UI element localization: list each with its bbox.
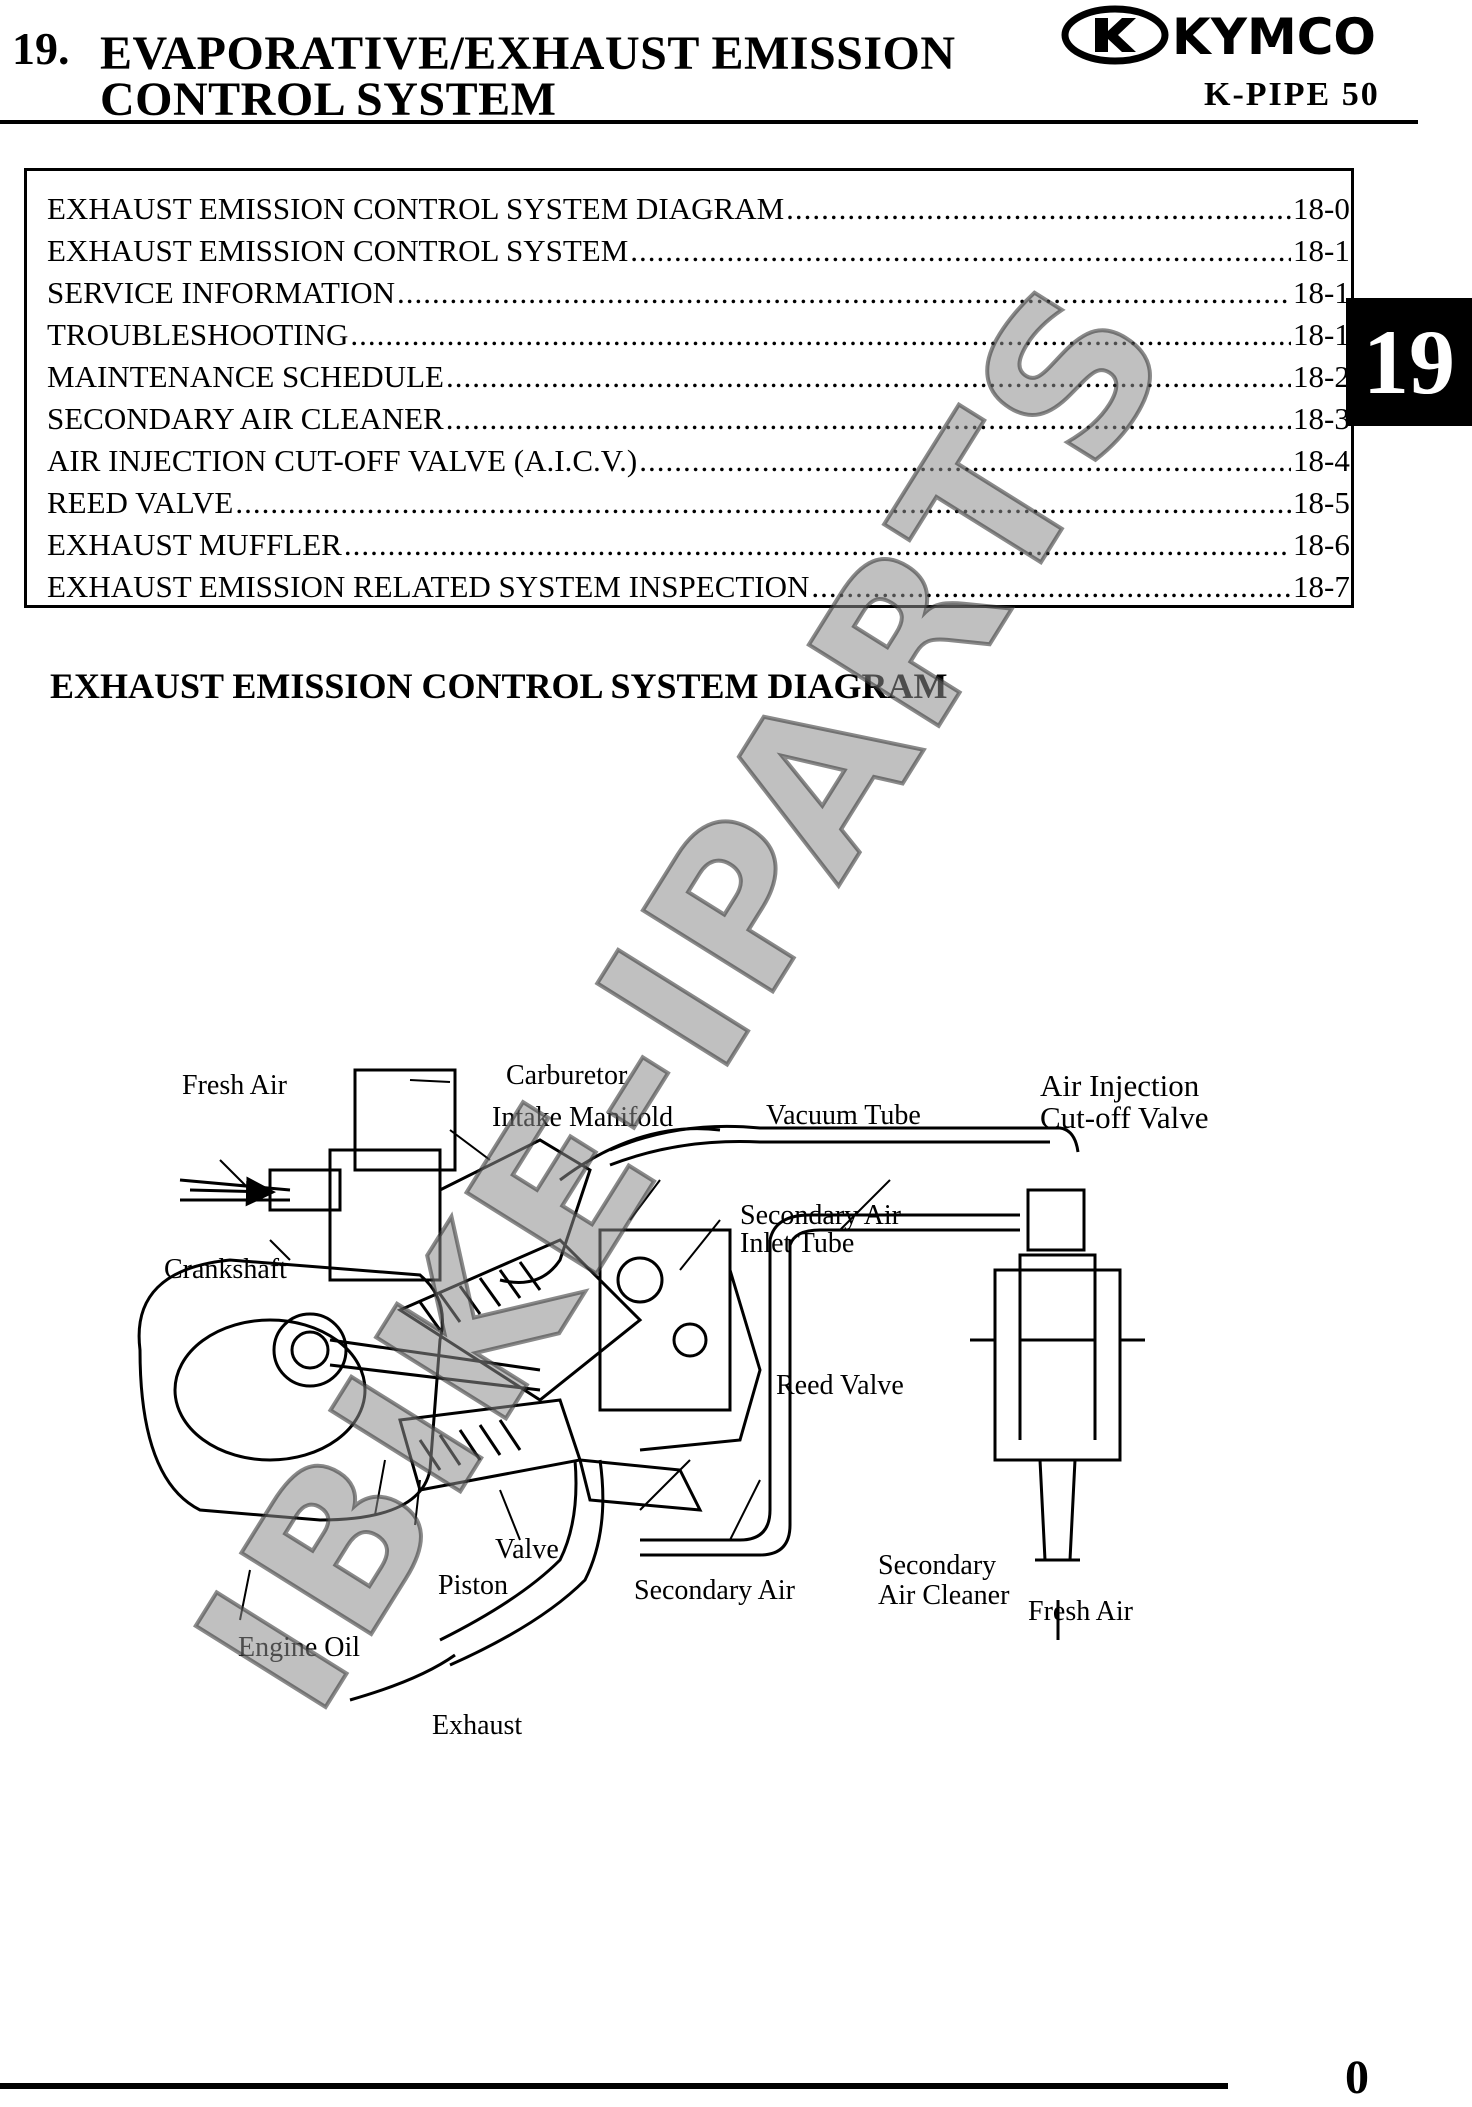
- label-valve: Valve: [495, 1534, 559, 1565]
- toc-item[interactable]: EXHAUST EMISSION CONTROL SYSTEM DIAGRAM 1…: [47, 187, 1357, 227]
- toc-item-page: 18-7: [1293, 569, 1350, 604]
- label-exhaust: Exhaust: [432, 1710, 523, 1741]
- toc-item-page: 18-3: [1293, 401, 1350, 436]
- label-fresh-air-left: Fresh Air: [182, 1070, 287, 1101]
- toc-item-title: EXHAUST EMISSION CONTROL SYSTEM DIAGRAM: [47, 191, 785, 226]
- toc-item-title: TROUBLESHOOTING: [47, 317, 349, 352]
- toc-item[interactable]: AIR INJECTION CUT-OFF VALVE (A.I.C.V.) 18…: [47, 439, 1357, 479]
- label-secondary-air: Secondary Air: [634, 1575, 795, 1606]
- label-fresh-air-right: Fresh Air: [1028, 1596, 1133, 1627]
- label-secondary-air-inlet-line2: Inlet Tube: [740, 1228, 855, 1259]
- toc-item-title: EXHAUST MUFFLER: [47, 527, 342, 562]
- toc-item[interactable]: SECONDARY AIR CLEANER 18-3: [47, 397, 1357, 437]
- engine-schematic: [137, 1068, 1145, 1702]
- section-heading: EXHAUST EMISSION CONTROL SYSTEM DIAGRAM: [50, 666, 948, 706]
- toc-item[interactable]: EXHAUST EMISSION RELATED SYSTEM INSPECTI…: [47, 565, 1357, 605]
- table-of-contents: EXHAUST EMISSION CONTROL SYSTEM DIAGRAM 1…: [24, 168, 1354, 608]
- label-piston: Piston: [438, 1570, 509, 1601]
- toc-item[interactable]: REED VALVE 18-5: [47, 481, 1357, 521]
- toc-item-page: 18-5: [1293, 485, 1350, 520]
- toc-item-page: 18-1: [1293, 317, 1350, 352]
- toc-item[interactable]: EXHAUST MUFFLER 18-6: [47, 523, 1357, 563]
- model-name: K-PIPE 50: [1204, 76, 1380, 113]
- label-reed-valve: Reed Valve: [776, 1370, 904, 1401]
- label-vacuum-tube: Vacuum Tube: [766, 1100, 921, 1131]
- crankcase-shape: [137, 1258, 444, 1522]
- label-secondary-air-cleaner-line1: Secondary: [878, 1550, 997, 1581]
- label-secondary-air-cleaner-line2: Air Cleaner: [878, 1580, 1010, 1611]
- toc-item-title: MAINTENANCE SCHEDULE: [47, 359, 444, 394]
- toc-item-title: EXHAUST EMISSION RELATED SYSTEM INSPECTI…: [47, 569, 810, 604]
- toc-item-title: EXHAUST EMISSION CONTROL SYSTEM: [47, 233, 629, 268]
- footer-rule: [0, 2083, 1228, 2089]
- toc-item-page: 18-2: [1293, 359, 1350, 394]
- kymco-logo: KYMCO: [1060, 4, 1410, 66]
- label-aicv-line2: Cut-off Valve: [1040, 1100, 1209, 1135]
- chapter-tab: 19: [1346, 298, 1472, 426]
- header-rule: [0, 120, 1418, 124]
- page-number: 0: [1345, 2051, 1369, 2104]
- page-title-line1: EVAPORATIVE/EXHAUST EMISSION: [100, 27, 956, 80]
- page-title-line2: CONTROL SYSTEM: [100, 73, 557, 126]
- emission-system-diagram: Fresh Air Carburetor Intake Manifold Vac…: [120, 1040, 1260, 1760]
- toc-item-page: 18-6: [1293, 527, 1350, 562]
- toc-item-page: 18-4: [1293, 443, 1350, 478]
- label-aicv-line1: Air Injection: [1040, 1068, 1200, 1103]
- toc-item[interactable]: MAINTENANCE SCHEDULE 18-2: [47, 355, 1357, 395]
- label-carburetor: Carburetor: [506, 1060, 628, 1091]
- brand-name: KYMCO: [1172, 8, 1376, 66]
- toc-item-page: 18-1: [1293, 233, 1350, 268]
- toc-item-title: SERVICE INFORMATION: [47, 275, 396, 310]
- toc-item-page: 18-1: [1293, 275, 1350, 310]
- chapter-number: 19.: [12, 23, 70, 74]
- toc-item-title: AIR INJECTION CUT-OFF VALVE (A.I.C.V.): [47, 443, 638, 478]
- toc-item-page: 18-0: [1293, 191, 1350, 226]
- toc-item-title: REED VALVE: [47, 485, 234, 520]
- label-crankshaft: Crankshaft: [164, 1254, 287, 1285]
- label-engine-oil: Engine Oil: [238, 1632, 361, 1663]
- label-secondary-air-inlet-line1: Secondary Air: [740, 1200, 901, 1231]
- toc-item-title: SECONDARY AIR CLEANER: [47, 401, 444, 436]
- toc-item[interactable]: EXHAUST EMISSION CONTROL SYSTEM 18-1: [47, 229, 1357, 269]
- toc-item[interactable]: TROUBLESHOOTING 18-1: [47, 313, 1357, 353]
- toc-item[interactable]: SERVICE INFORMATION 18-1: [47, 271, 1357, 311]
- label-intake-manifold: Intake Manifold: [492, 1102, 674, 1133]
